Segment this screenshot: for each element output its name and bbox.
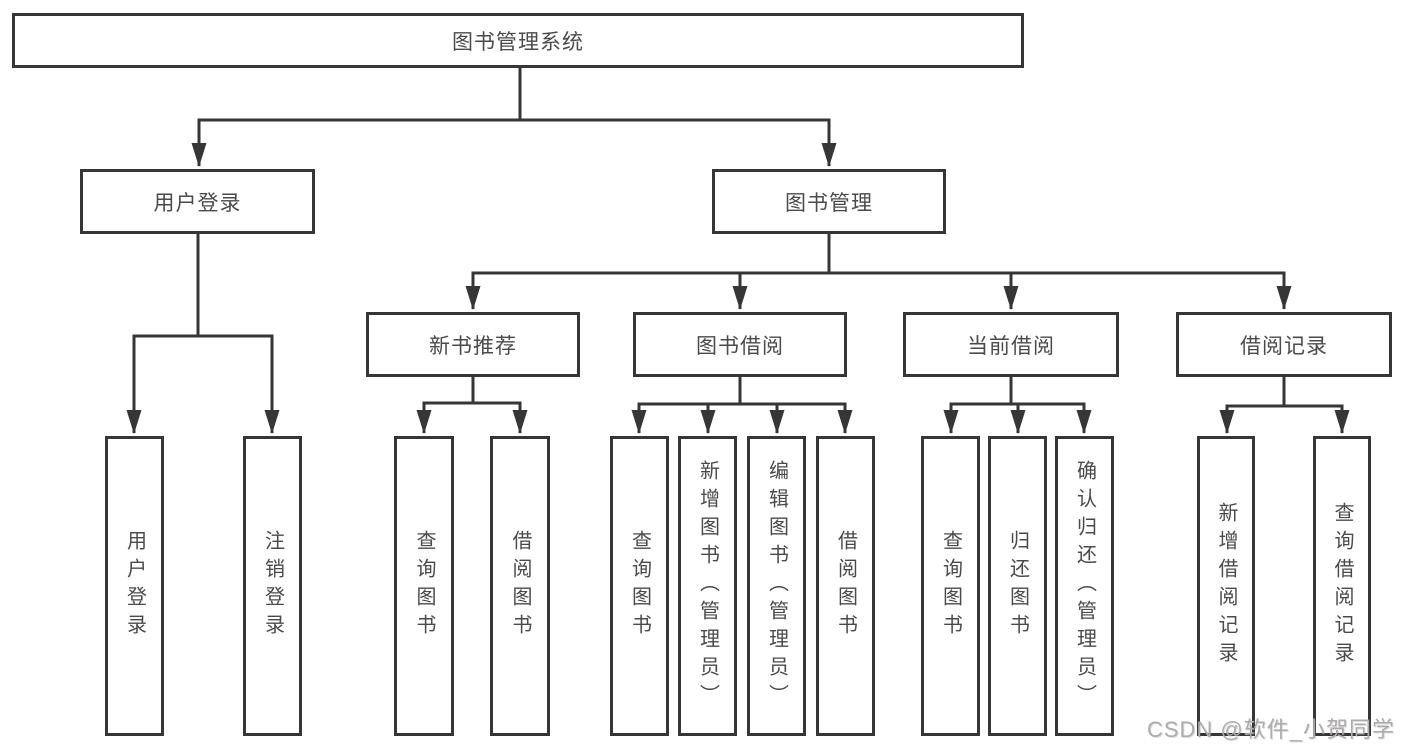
node-label: 新书推荐 (429, 334, 517, 358)
node-label: 图书管理系统 (452, 30, 584, 54)
leaf-return-books: 归还图书 (988, 436, 1047, 736)
leaf-borrow-books-recommend: 借阅图书 (490, 436, 550, 736)
leaf-label: 归还图书 (1006, 530, 1029, 642)
leaf-label: 编辑图书（管理员） (765, 460, 788, 712)
leaf-label: 新增图书（管理员） (696, 460, 719, 712)
node-label: 借阅记录 (1240, 334, 1328, 358)
leaf-query-books-borrow: 查询图书 (610, 436, 669, 736)
node-new-book-recommendation: 新书推荐 (366, 312, 580, 377)
leaf-label: 查询图书 (413, 530, 435, 642)
node-library-management-system: 图书管理系统 (12, 13, 1024, 68)
leaf-label: 查询图书 (939, 530, 962, 642)
leaf-label: 确认归还（管理员） (1073, 460, 1096, 712)
node-current-borrowing: 当前借阅 (903, 312, 1119, 377)
leaf-borrow-books: 借阅图书 (816, 436, 875, 736)
leaf-label: 用户登录 (123, 530, 146, 642)
leaf-label: 借阅图书 (834, 530, 857, 642)
node-label: 当前借阅 (967, 334, 1055, 358)
leaf-query-books-current: 查询图书 (921, 436, 980, 736)
node-label: 图书借阅 (696, 334, 784, 358)
leaf-query-borrow-record: 查询借阅记录 (1313, 436, 1371, 736)
leaf-label: 借阅图书 (509, 530, 531, 642)
leaf-label: 注销登录 (261, 530, 284, 642)
leaf-edit-book-admin: 编辑图书（管理员） (747, 436, 806, 736)
leaf-label: 查询图书 (628, 530, 651, 642)
leaf-label: 新增借阅记录 (1215, 502, 1237, 670)
leaf-confirm-return-admin: 确认归还（管理员） (1055, 436, 1114, 736)
node-book-borrowing: 图书借阅 (633, 312, 847, 377)
node-book-management: 图书管理 (712, 169, 946, 234)
leaf-add-borrow-record: 新增借阅记录 (1197, 436, 1255, 736)
leaf-logout: 注销登录 (243, 436, 302, 736)
node-user-login: 用户登录 (80, 169, 315, 234)
node-borrowing-records: 借阅记录 (1176, 312, 1392, 377)
leaf-user-login: 用户登录 (105, 436, 164, 736)
node-label: 图书管理 (785, 191, 873, 215)
leaf-add-book-admin: 新增图书（管理员） (678, 436, 737, 736)
watermark: CSDN @软件_小贺同学 (1146, 717, 1395, 742)
leaf-query-books-recommend: 查询图书 (394, 436, 454, 736)
leaf-label: 查询借阅记录 (1331, 502, 1353, 670)
node-label: 用户登录 (153, 191, 242, 215)
